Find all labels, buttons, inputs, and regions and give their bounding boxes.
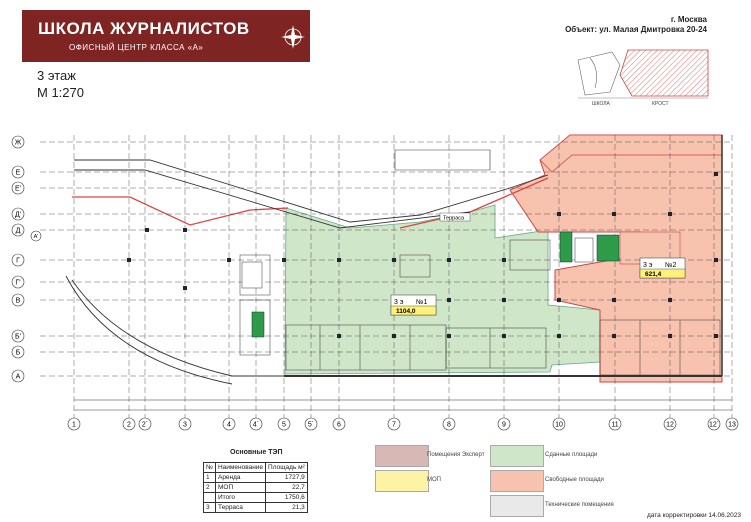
row-axis-labels: Ж Е Е' Д' Д Г Г' В Б' Б А А': [11, 135, 42, 383]
scale-label: М 1:270: [37, 85, 84, 100]
brand-banner: ШКОЛА ЖУРНАЛИСТОВ ОФИСНЫЙ ЦЕНТР КЛАССА «…: [22, 10, 310, 62]
svg-text:2´: 2´: [142, 422, 148, 429]
core-shafts: [241, 231, 620, 338]
svg-text:5: 5: [282, 422, 286, 429]
svg-text:Д': Д': [15, 212, 21, 219]
address-block: г. Москва Объект: ул. Малая Дмитровка 20…: [565, 15, 707, 35]
svg-text:А': А': [34, 234, 39, 240]
legend-label-rented: Сданные площади: [545, 452, 598, 458]
object-label: Объект: ул. Малая Дмитровка 20-24: [565, 25, 707, 34]
legend-swatch-free: [490, 470, 544, 492]
svg-text:3: 3: [183, 422, 187, 429]
legend-label-expert: Помещения Эксперт: [427, 452, 485, 458]
svg-text:Е': Е': [15, 186, 21, 193]
zone1-tag: 3 э: [394, 299, 404, 306]
zone2-area: 621,4: [645, 271, 662, 278]
svg-text:13: 13: [728, 422, 736, 429]
legend-label-tech: Технические помещения: [545, 502, 614, 508]
brand-title: ШКОЛА ЖУРНАЛИСТОВ: [38, 19, 250, 38]
zone2-tag: 3 э: [643, 262, 653, 269]
floor-info: 3 этаж М 1:270: [37, 67, 84, 101]
svg-text:12´: 12´: [709, 422, 719, 429]
svg-text:А: А: [16, 374, 21, 381]
svg-text:7: 7: [392, 422, 396, 429]
svg-text:Д: Д: [16, 228, 21, 235]
svg-text:В: В: [16, 298, 21, 305]
svg-text:12: 12: [666, 422, 674, 429]
legend-swatch-mop: [375, 470, 429, 492]
svg-text:Г': Г': [15, 280, 20, 287]
svg-text:11: 11: [611, 422, 618, 429]
compass-icon: [281, 25, 305, 49]
minimap-label-school: ШКОЛА: [592, 101, 611, 107]
svg-text:1: 1: [72, 422, 76, 429]
terrace-label: Терраса: [443, 216, 465, 222]
legend-swatch-expert: [375, 445, 429, 467]
location-minimap: ШКОЛА КРОСТ: [572, 46, 722, 107]
correction-date: дата корректировки 14.06.2023: [647, 512, 741, 519]
zone2-name: №2: [665, 262, 677, 269]
svg-text:4: 4: [227, 422, 231, 429]
tep-title: Основные ТЭП: [230, 449, 283, 456]
svg-text:2: 2: [127, 422, 131, 429]
columns: [127, 172, 718, 338]
zone1-name: №1: [416, 299, 428, 306]
minimap-label-krost: КРОСТ: [652, 101, 669, 107]
svg-text:6: 6: [337, 422, 341, 429]
svg-text:Б': Б': [15, 334, 21, 341]
table-header-row: № Наименование Площадь м²: [203, 462, 308, 473]
rented-area-zone: [284, 204, 601, 375]
legend-label-mop: МОП: [427, 477, 441, 483]
svg-text:Б: Б: [16, 350, 21, 357]
floor-label: 3 этаж: [37, 68, 76, 83]
legend-swatch-tech: [490, 495, 544, 517]
legend-swatch-rented: [490, 445, 544, 467]
zone1-area: 1104,0: [396, 308, 416, 315]
svg-text:Е: Е: [16, 170, 21, 177]
svg-text:9: 9: [502, 422, 506, 429]
brand-subtitle: ОФИСНЫЙ ЦЕНТР КЛАССА «А»: [69, 43, 204, 52]
svg-text:4´: 4´: [253, 422, 259, 429]
svg-text:10: 10: [555, 422, 563, 429]
svg-text:5´: 5´: [308, 422, 314, 429]
svg-text:Г: Г: [16, 258, 20, 265]
city-label: г. Москва: [670, 15, 707, 24]
legend-label-free: Свободные площади: [545, 477, 604, 483]
svg-text:Ж: Ж: [15, 140, 22, 147]
svg-text:8: 8: [447, 422, 451, 429]
column-axis-labels: 1 2 2´ 3 4 4´ 5 5´ 6 7 8 9 10 11 12 12´ …: [67, 399, 739, 431]
